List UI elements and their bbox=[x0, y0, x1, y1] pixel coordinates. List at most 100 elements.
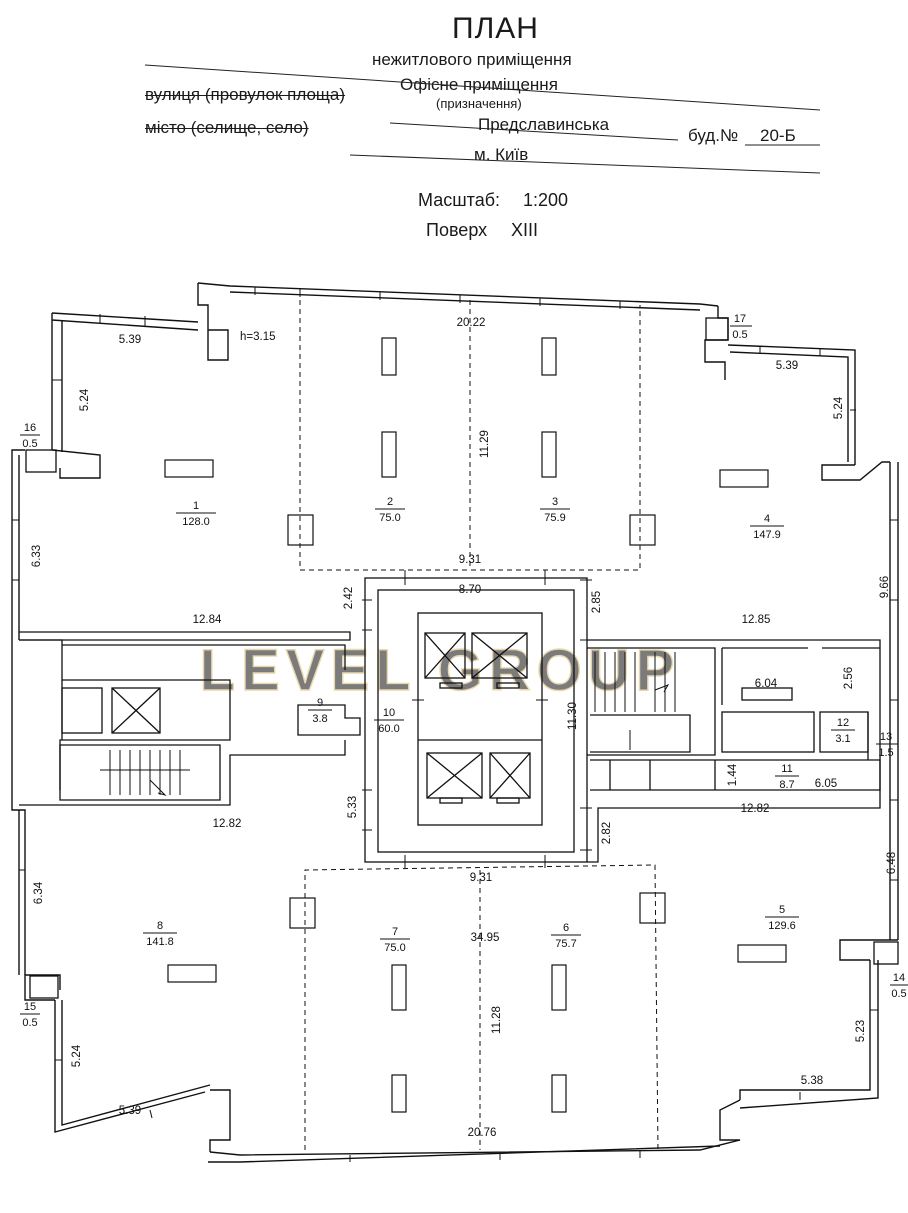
room-2: 275.0 bbox=[375, 496, 405, 524]
dim-label: 5.39 bbox=[119, 334, 141, 346]
svg-text:75.7: 75.7 bbox=[555, 938, 576, 950]
dim-label: 9.66 bbox=[879, 576, 891, 598]
room-15: 150.5 bbox=[20, 1001, 40, 1029]
interior-walls bbox=[19, 317, 899, 999]
svg-text:0.5: 0.5 bbox=[732, 329, 747, 341]
purpose-caption: (призначення) bbox=[436, 96, 522, 111]
svg-text:6: 6 bbox=[563, 922, 569, 934]
svg-text:9: 9 bbox=[317, 697, 323, 709]
svg-text:1: 1 bbox=[193, 500, 199, 512]
room-4: 4 147.9 bbox=[750, 513, 784, 541]
header-underlines bbox=[144, 64, 821, 174]
svg-text:0.5: 0.5 bbox=[891, 988, 906, 1000]
svg-text:129.6: 129.6 bbox=[768, 920, 796, 932]
city-value: м. Київ bbox=[474, 145, 529, 164]
dim-label: 5.24 bbox=[79, 388, 91, 411]
svg-text:14: 14 bbox=[893, 972, 905, 984]
dim-label: 5.39 bbox=[776, 360, 798, 372]
floor-value: XIII bbox=[511, 220, 539, 240]
svg-text:8.7: 8.7 bbox=[779, 779, 794, 791]
street-value: Предславинська bbox=[478, 115, 610, 134]
room-10: 10 60.0 bbox=[374, 707, 404, 735]
room-7: 775.0 bbox=[380, 926, 410, 954]
scale-value: 1:200 bbox=[523, 190, 569, 210]
dim-label: 9.31 bbox=[470, 872, 492, 884]
room-14: 140.5 bbox=[890, 972, 908, 1000]
svg-text:3.1: 3.1 bbox=[835, 733, 850, 745]
svg-text:75.0: 75.0 bbox=[379, 512, 400, 524]
svg-text:128.0: 128.0 bbox=[182, 516, 210, 528]
room-12: 123.1 bbox=[831, 717, 855, 745]
svg-text:75.9: 75.9 bbox=[544, 512, 565, 524]
dim-label: 2.82 bbox=[601, 822, 613, 844]
room-17: 170.5 bbox=[730, 313, 752, 341]
dim-label: 2.85 bbox=[591, 591, 603, 613]
dim-label: 2.42 bbox=[343, 587, 355, 609]
dim-label: 6.34 bbox=[33, 881, 45, 904]
plan-title: ПЛАН bbox=[452, 12, 539, 45]
room-13: 131.5 bbox=[876, 731, 898, 759]
street-label: вулиця (провулок площа) bbox=[145, 85, 346, 104]
dim-label: 6.33 bbox=[31, 545, 43, 567]
building-value: 20-Б bbox=[760, 126, 796, 145]
dim-label: 11.29 bbox=[479, 430, 491, 458]
dimension-labels: 20.22 5.39 5.24 5.39 5.24 6.33 12.84 2.4… bbox=[31, 317, 898, 1139]
dim-label: 6.48 bbox=[886, 852, 898, 874]
dim-label: 20.22 bbox=[457, 317, 486, 329]
svg-text:7: 7 bbox=[392, 926, 398, 938]
building-label: буд.№ bbox=[688, 126, 739, 145]
dim-label: 9.31 bbox=[459, 554, 481, 566]
city-label: місто (селище, село) bbox=[145, 118, 309, 137]
dim-label: 5.33 bbox=[347, 796, 359, 818]
columns bbox=[164, 337, 787, 1113]
dim-label: 12.82 bbox=[213, 818, 242, 830]
svg-text:147.9: 147.9 bbox=[753, 529, 781, 541]
ceiling-height: h=3.15 bbox=[240, 331, 276, 343]
dim-label: 34.95 bbox=[471, 932, 500, 944]
dim-label: 8.70 bbox=[459, 584, 481, 596]
dim-label: 11.28 bbox=[491, 1006, 503, 1034]
svg-text:1.5: 1.5 bbox=[878, 747, 893, 759]
svg-text:11: 11 bbox=[781, 763, 792, 775]
zone-dividers bbox=[299, 300, 659, 1151]
dim-label: 5.39 bbox=[119, 1105, 141, 1117]
dim-label: 5.24 bbox=[833, 396, 845, 419]
svg-text:60.0: 60.0 bbox=[378, 723, 399, 735]
svg-text:2: 2 bbox=[387, 496, 393, 508]
purpose-value: Офісне приміщення bbox=[400, 75, 558, 94]
svg-text:13: 13 bbox=[880, 731, 892, 743]
dim-label: 20.76 bbox=[468, 1127, 497, 1139]
exterior-walls bbox=[11, 282, 899, 1163]
window-marks bbox=[12, 287, 898, 1162]
svg-text:3: 3 bbox=[552, 496, 558, 508]
room-8: 8 141.8 bbox=[143, 920, 177, 948]
dimension-ticks bbox=[362, 570, 592, 868]
svg-text:10: 10 bbox=[383, 707, 395, 719]
room-5: 5 129.6 bbox=[765, 904, 799, 932]
dim-label: 5.24 bbox=[71, 1044, 83, 1067]
plan-subtitle: нежитлового приміщення bbox=[372, 50, 572, 69]
svg-text:0.5: 0.5 bbox=[22, 1017, 37, 1029]
floor-label: Поверх bbox=[426, 220, 488, 240]
svg-text:141.8: 141.8 bbox=[146, 936, 174, 948]
dim-label: 1.44 bbox=[727, 763, 739, 786]
room-1: 1 128.0 bbox=[176, 500, 216, 528]
svg-text:5: 5 bbox=[779, 904, 785, 916]
svg-text:75.0: 75.0 bbox=[384, 942, 405, 954]
svg-text:12: 12 bbox=[837, 717, 849, 729]
room-16: 160.5 bbox=[20, 422, 40, 450]
svg-text:17: 17 bbox=[734, 313, 746, 325]
dim-label: 5.38 bbox=[801, 1075, 823, 1087]
svg-text:0.5: 0.5 bbox=[22, 438, 37, 450]
dim-label: 12.85 bbox=[742, 614, 771, 626]
room-11: 118.7 bbox=[775, 763, 799, 791]
svg-text:8: 8 bbox=[157, 920, 163, 932]
scale-label: Масштаб: bbox=[418, 190, 501, 210]
room-9: 93.8 bbox=[308, 697, 332, 725]
room-6: 675.7 bbox=[551, 922, 581, 950]
room-3: 375.9 bbox=[540, 496, 570, 524]
dim-label: 12.84 bbox=[193, 614, 222, 626]
svg-text:4: 4 bbox=[764, 513, 770, 525]
